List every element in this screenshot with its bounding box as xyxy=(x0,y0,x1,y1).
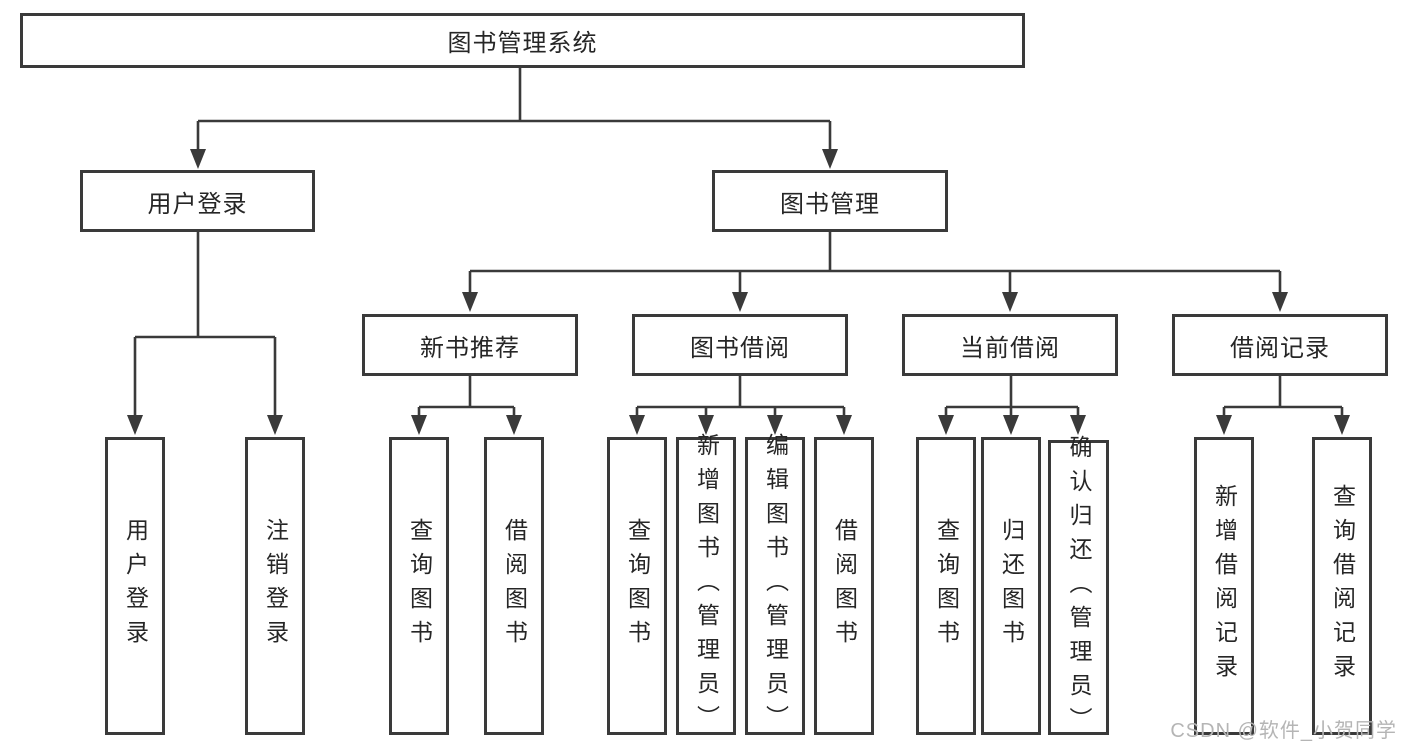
leaf-user-login: 用户登录 xyxy=(105,437,165,735)
leaf-confirm-return-admin: 确认归还（管理员） xyxy=(1048,435,1109,741)
node-book-management: 图书管理 xyxy=(712,170,948,232)
node-new-book-recommend-label: 新书推荐 xyxy=(420,334,520,362)
leaf-query-books-borrow-label: 查询图书 xyxy=(624,518,651,654)
connector-arrowheads xyxy=(127,149,1350,435)
leaf-return-books: 归还图书 xyxy=(981,437,1041,735)
leaf-add-book-admin: 新增图书（管理员） xyxy=(676,433,736,739)
node-current-borrow-label: 当前借阅 xyxy=(960,334,1060,362)
leaf-logout-label: 注销登录 xyxy=(262,518,289,654)
node-new-book-recommend: 新书推荐 xyxy=(362,314,578,376)
leaf-query-books-recommend: 查询图书 xyxy=(389,437,449,735)
leaf-borrow-books-borrow: 借阅图书 xyxy=(814,437,874,735)
watermark: CSDN @软件_小贺同学 xyxy=(1170,720,1397,742)
node-book-management-label: 图书管理 xyxy=(780,190,880,218)
node-root-label: 图书管理系统 xyxy=(447,30,598,57)
leaf-user-login-label: 用户登录 xyxy=(122,518,149,654)
node-root: 图书管理系统 xyxy=(20,13,1025,68)
leaf-query-books-current-label: 查询图书 xyxy=(933,518,960,654)
leaf-logout: 注销登录 xyxy=(245,437,305,735)
leaf-confirm-return-admin-label: 确认归还（管理员） xyxy=(1066,434,1092,741)
node-borrow-records: 借阅记录 xyxy=(1172,314,1388,376)
node-current-borrow: 当前借阅 xyxy=(902,314,1118,376)
leaf-borrow-books-borrow-label: 借阅图书 xyxy=(831,518,858,654)
leaf-borrow-books-recommend: 借阅图书 xyxy=(484,437,544,735)
connector-shafts xyxy=(133,68,1344,420)
leaf-add-book-admin-label: 新增图书（管理员） xyxy=(693,433,720,739)
node-book-borrow-label: 图书借阅 xyxy=(690,334,790,362)
node-user-login-label: 用户登录 xyxy=(147,190,248,218)
leaf-add-borrow-record: 新增借阅记录 xyxy=(1194,437,1254,735)
leaf-query-borrow-record: 查询借阅记录 xyxy=(1312,437,1372,735)
node-user-login: 用户登录 xyxy=(80,170,315,232)
leaf-query-borrow-record-label: 查询借阅记录 xyxy=(1329,484,1356,688)
leaf-add-borrow-record-label: 新增借阅记录 xyxy=(1211,484,1238,688)
leaf-borrow-books-recommend-label: 借阅图书 xyxy=(501,518,528,654)
node-borrow-records-label: 借阅记录 xyxy=(1230,334,1330,362)
leaf-query-books-current: 查询图书 xyxy=(916,437,976,735)
leaf-query-books-recommend-label: 查询图书 xyxy=(406,518,433,654)
leaf-edit-book-admin: 编辑图书（管理员） xyxy=(745,433,805,739)
leaf-query-books-borrow: 查询图书 xyxy=(607,437,667,735)
leaf-edit-book-admin-label: 编辑图书（管理员） xyxy=(762,433,789,739)
node-book-borrow: 图书借阅 xyxy=(632,314,848,376)
leaf-return-books-label: 归还图书 xyxy=(998,518,1025,654)
